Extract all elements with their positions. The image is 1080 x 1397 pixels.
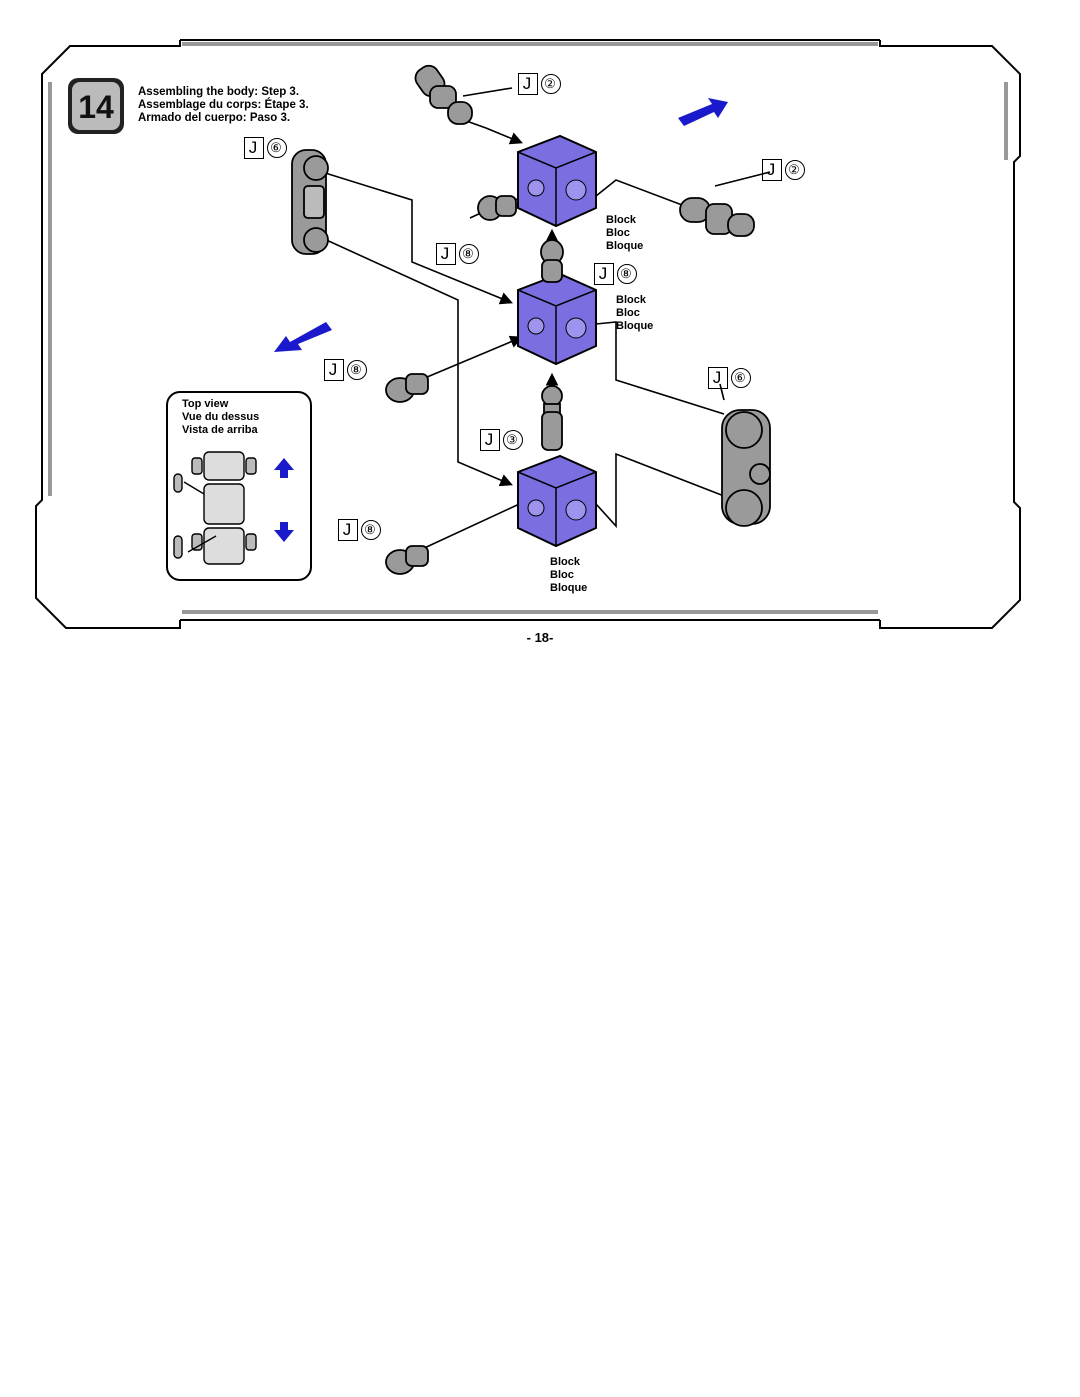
part-j8-c: [385, 545, 429, 575]
title-fr: Assemblage du corps: Étape 3.: [138, 99, 309, 111]
title-es: Armado del cuerpo: Paso 3.: [138, 112, 291, 124]
part-j2-top: [414, 64, 473, 125]
part-j8-a: [477, 195, 517, 221]
step-number: 14: [78, 89, 114, 125]
block-top: [517, 134, 597, 228]
part-j6-right: [721, 409, 771, 527]
step-number-badge: 14: [66, 76, 126, 136]
part-j8-b: [385, 373, 429, 403]
top-view-diagram: [173, 451, 294, 565]
part-j6-left: [291, 149, 329, 255]
block-bottom: [517, 454, 597, 548]
direction-arrow-down-left: [274, 322, 332, 352]
part-j8-d: [540, 239, 564, 283]
part-j3: [541, 385, 563, 451]
assembly-diagram: [274, 64, 771, 575]
top-view-arrow-up: [274, 458, 294, 478]
line-j6-bottom: [321, 237, 513, 487]
top-view-arrow-down: [274, 522, 294, 542]
part-j2-right: [679, 197, 755, 237]
page-number: - 18-: [526, 630, 554, 645]
line-j6-top: [321, 171, 513, 305]
direction-arrow-up-right: [678, 98, 728, 126]
title-en: Assembling the body: Step 3.: [138, 86, 300, 98]
page-frame: [35, 39, 1021, 629]
step-title: Assembling the body: Step 3. Assemblage …: [138, 86, 309, 125]
block-middle: [517, 272, 597, 366]
